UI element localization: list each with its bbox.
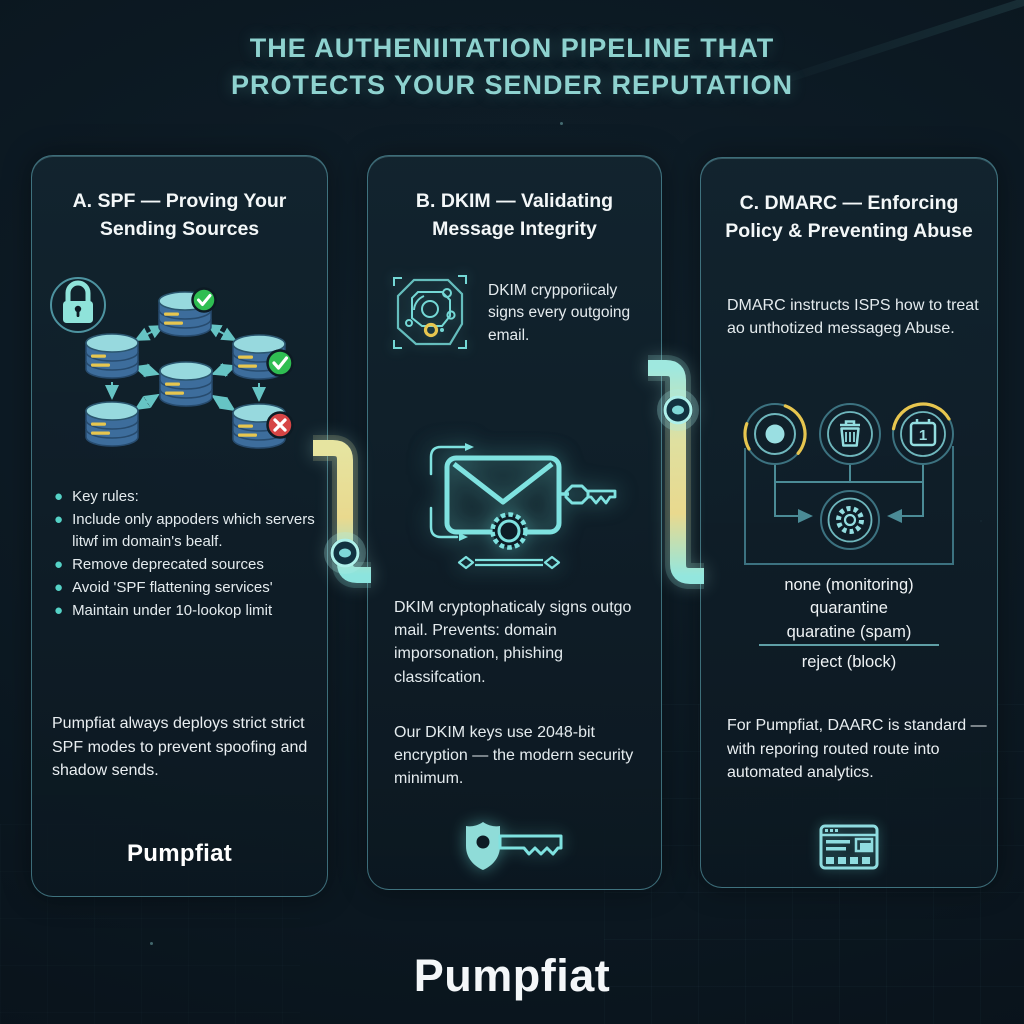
list-item: ●Include only appoders which servers lit…	[54, 509, 323, 552]
fingerprint-circuit-icon	[384, 266, 476, 363]
dmarc-note: For Pumpfiat, DAARC is standard — with r…	[727, 717, 987, 782]
shield-key-icon	[455, 818, 575, 879]
database-icon	[85, 401, 139, 447]
dmarc-policy-diagram: 1	[743, 402, 954, 565]
page-title-line2: PROTECTS YOUR SENDER REPUTATION	[230, 70, 794, 101]
dkim-intro: DKIM crypporiicaly signs every outgoing …	[488, 282, 631, 344]
bullet-icon: ●	[54, 511, 64, 529]
check-badge-icon	[191, 287, 217, 313]
list-item: ●Avoid 'SPF flattening services'	[54, 577, 323, 598]
policy-item: quarantine	[810, 599, 888, 618]
bullet-icon: ●	[54, 488, 64, 505]
bullet-icon: ●	[54, 555, 64, 573]
policy-reject: reject (block)	[801, 653, 897, 671]
dkim-intro-row: DKIM crypporiicaly signs every outgoing …	[384, 266, 653, 363]
policy-divider	[759, 644, 939, 646]
dkim-note: Our DKIM keys use 2048-bit encryption — …	[394, 724, 634, 788]
page-title: THE AUTHENIITATION PIPELINE THAT PROTECT…	[0, 30, 1024, 105]
record-icon	[743, 403, 807, 465]
policy-item: none (monitoring)	[784, 576, 914, 594]
trash-icon	[819, 403, 881, 465]
lock-icon	[50, 277, 106, 333]
database-icon	[159, 361, 213, 407]
panel-spf: A. SPF — Proving Your Sending Sources	[31, 155, 328, 897]
connector-node-icon	[657, 389, 699, 431]
list-item: ●Key rules:	[54, 486, 323, 507]
connector-node-icon	[324, 532, 366, 574]
page-title-line1: THE AUTHENIITATION PIPELINE THAT	[249, 33, 775, 63]
spf-note: Pumpfiat always deploys strict strict SP…	[52, 715, 308, 780]
panel-brand: Pumpfiat	[126, 840, 233, 867]
database-icon	[85, 333, 139, 379]
policy-item: quaratine (spam)	[786, 622, 912, 641]
seal-icon	[489, 512, 528, 550]
calendar-icon: 1	[891, 402, 954, 465]
x-badge-icon	[266, 411, 294, 439]
bracket-line	[744, 446, 954, 565]
panel-spf-header: A. SPF — Proving Your Sending Sources	[72, 190, 287, 240]
gear-icon	[820, 490, 880, 550]
flow-lines	[774, 464, 924, 523]
network-arrows	[105, 324, 266, 412]
panel-dmarc: C. DMARC — Enforcing Policy & Preventing…	[700, 157, 998, 888]
footer-brand-logo: Pumpfiat	[413, 950, 611, 1001]
spf-network-diagram	[50, 277, 294, 449]
spf-rules-list: ●Key rules: ●Include only appoders which…	[54, 486, 323, 624]
panel-dkim-header: B. DKIM — Validating Message Integrity	[415, 190, 614, 240]
dkim-body: DKIM cryptophaticaly signs outgo mail. P…	[394, 599, 632, 686]
list-item: ●Remove deprecated sources	[54, 554, 323, 575]
bullet-icon: ●	[54, 579, 64, 597]
calendar-digit: 1	[919, 427, 927, 444]
envelope-key-icon	[409, 434, 621, 589]
bullet-icon: ●	[54, 602, 64, 620]
pipeline-connector-bc	[648, 355, 704, 589]
panel-dmarc-header: C. DMARC — Enforcing Policy & Preventing…	[725, 192, 973, 242]
check-badge-icon	[266, 349, 294, 377]
decor-dot	[150, 942, 153, 945]
pipeline-connector-ab	[313, 435, 371, 588]
dmarc-intro: DMARC instructs ISPS how to treat ao unt…	[727, 297, 979, 338]
list-item: ●Maintain under 10-lookop limit	[54, 600, 323, 621]
dmarc-policy-list: none (monitoring) quarantine quaratine (…	[701, 575, 997, 645]
decor-dot	[560, 122, 563, 125]
panel-dkim: B. DKIM — Validating Message Integrity D…	[367, 155, 662, 890]
report-icon	[818, 822, 880, 877]
